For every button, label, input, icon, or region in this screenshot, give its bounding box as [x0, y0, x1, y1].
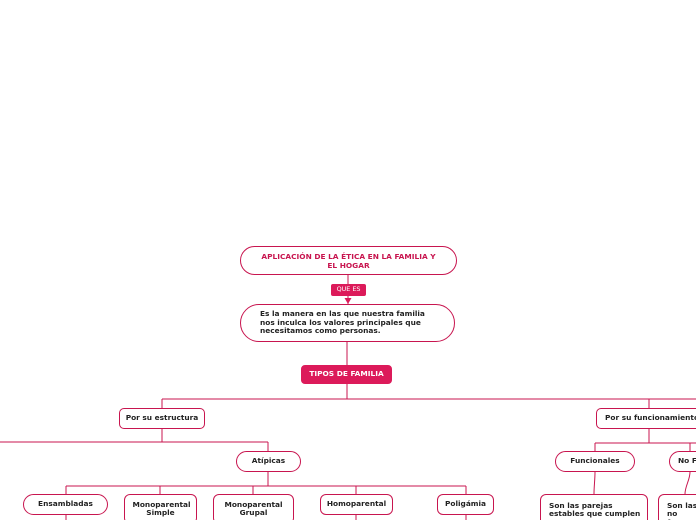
monoparental-grupal-node[interactable]: Monoparental Grupal: [213, 494, 294, 520]
functional-description-node[interactable]: Son las parejas estables que cumplen: [540, 494, 648, 520]
arrowhead-icon: [344, 298, 352, 304]
ensambladas-node[interactable]: Ensambladas: [23, 494, 108, 515]
non-functional-description-text: Son las no form: [667, 501, 696, 520]
by-function-label: Por su funcionamiento: [605, 413, 696, 423]
connector-functional-desc: [593, 471, 596, 495]
connector-non-functional-desc: [684, 471, 691, 495]
family-types-label: TIPOS DE FAMILIA: [309, 369, 384, 379]
relation-label-que-es[interactable]: QUE ES: [331, 284, 366, 296]
non-functional-label: No F: [678, 456, 696, 466]
monoparental-grupal-label: Monoparental Grupal: [224, 499, 283, 517]
monoparental-simple-label: Monoparental Simple: [132, 499, 191, 517]
homoparental-node[interactable]: Homoparental: [320, 494, 393, 515]
central-topic-label: APLICACIÓN DE LA ÉTICA EN LA FAMILIA Y E…: [261, 251, 436, 270]
ensambladas-label: Ensambladas: [38, 499, 93, 509]
definition-text: Es la manera en las que nuestra familia …: [260, 309, 425, 336]
poligamia-node[interactable]: Poligámia: [437, 494, 494, 515]
non-functional-description-node[interactable]: Son las no form: [658, 494, 696, 520]
definition-node[interactable]: Es la manera en las que nuestra familia …: [240, 304, 455, 342]
functional-node[interactable]: Funcionales: [555, 451, 635, 472]
central-topic-node[interactable]: APLICACIÓN DE LA ÉTICA EN LA FAMILIA Y E…: [240, 246, 457, 275]
functional-label: Funcionales: [570, 456, 620, 466]
family-types-node[interactable]: TIPOS DE FAMILIA: [301, 365, 392, 384]
non-functional-node[interactable]: No F: [669, 451, 696, 472]
atypical-label: Atípicas: [251, 456, 286, 466]
poligamia-label: Poligámia: [444, 499, 487, 509]
functional-description-text: Son las parejas estables que cumplen: [549, 501, 641, 519]
by-function-node[interactable]: Por su funcionamiento: [596, 408, 696, 429]
homoparental-label: Homoparental: [326, 499, 387, 509]
monoparental-simple-node[interactable]: Monoparental Simple: [124, 494, 197, 520]
atypical-node[interactable]: Atípicas: [236, 451, 301, 472]
by-structure-label: Por su estructura: [125, 413, 199, 423]
by-structure-node[interactable]: Por su estructura: [119, 408, 205, 429]
